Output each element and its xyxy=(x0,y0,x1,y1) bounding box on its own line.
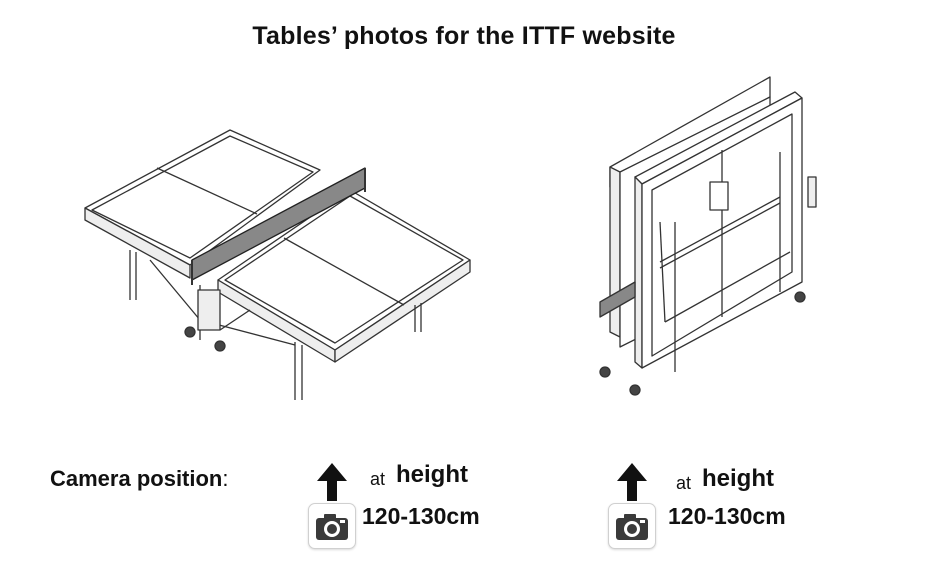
camera-position-text: Camera position xyxy=(50,466,223,491)
height-label: height xyxy=(702,465,774,492)
camera-icon-tile xyxy=(308,503,356,549)
at-label: at xyxy=(370,469,386,489)
camera-position-colon: : xyxy=(222,466,229,491)
height-range: 120-130cm xyxy=(362,503,480,529)
up-arrow-icon xyxy=(317,463,347,501)
camera-position-block-2: at height 120-130cm xyxy=(600,455,830,555)
at-label: at xyxy=(676,473,692,493)
camera-position-label: Camera position: xyxy=(50,466,229,492)
folded-table-drawing xyxy=(599,76,817,396)
height-range: 120-130cm xyxy=(668,503,786,529)
page-title: Tables’ photos for the ITTF website xyxy=(252,22,676,50)
open-table-drawing xyxy=(84,129,471,400)
camera-icon xyxy=(316,514,348,540)
height-label: height xyxy=(396,461,468,488)
up-arrow-icon xyxy=(617,463,647,501)
camera-position-block-1: at height 120-130cm xyxy=(300,455,530,555)
camera-icon xyxy=(616,514,648,540)
camera-icon-tile xyxy=(608,503,656,549)
